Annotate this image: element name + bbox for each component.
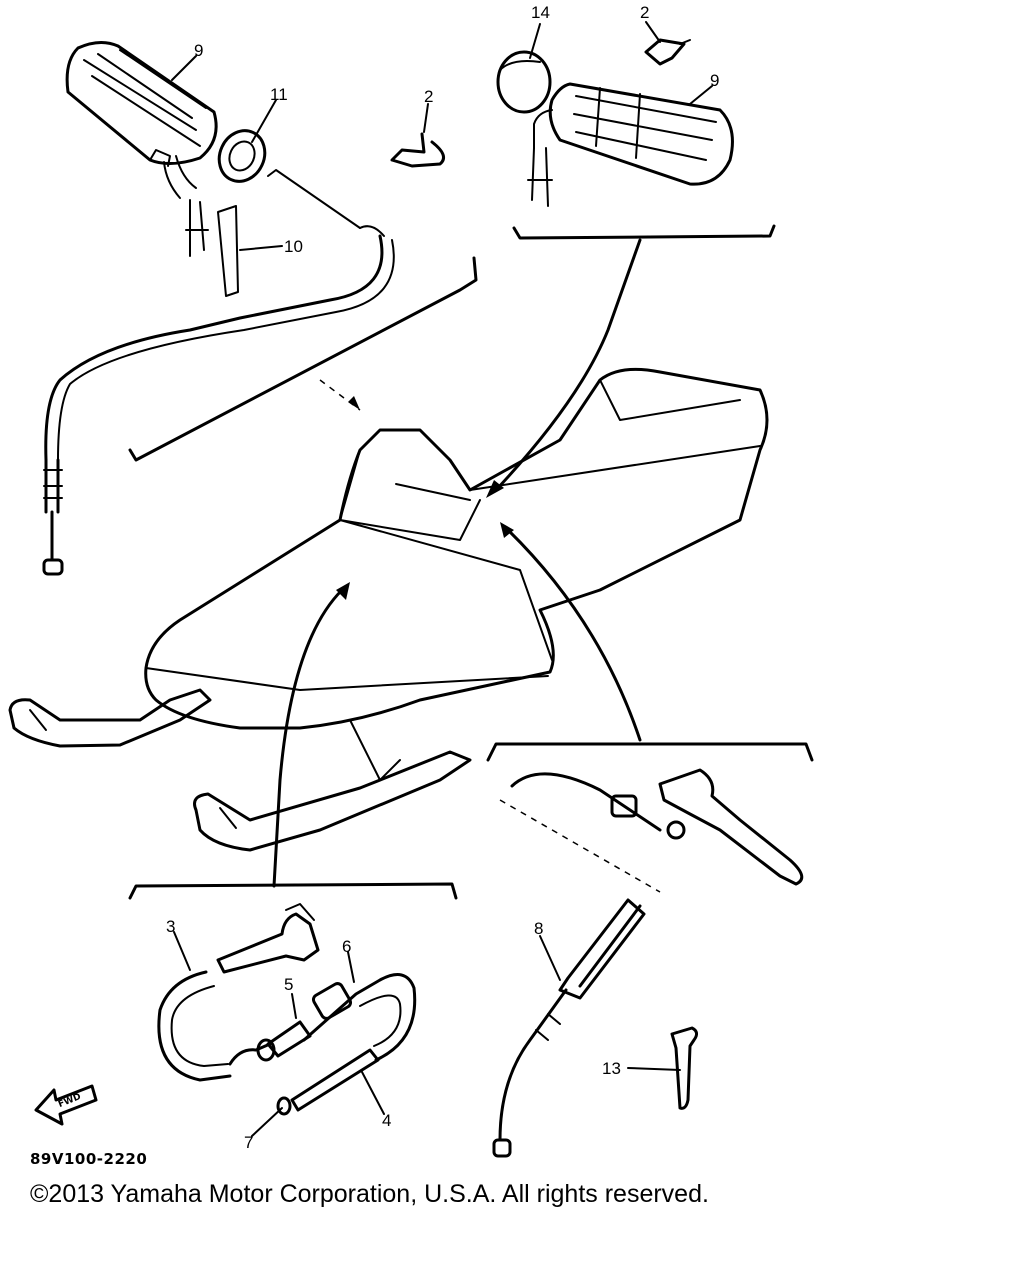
callout-2-top: 2 <box>640 3 650 22</box>
brake-cable-upper <box>510 772 686 840</box>
brake-group <box>486 742 814 1158</box>
bar-end-screw <box>644 38 691 66</box>
callout-13: 13 <box>602 1059 621 1078</box>
callout-3: 3 <box>166 917 176 936</box>
callout-6: 6 <box>342 937 352 956</box>
callout-9-right: 9 <box>710 71 720 90</box>
retainer-ring <box>217 129 267 183</box>
callout-5: 5 <box>284 975 294 994</box>
callout-11: 11 <box>270 85 288 104</box>
kill-switch-group <box>128 882 458 1116</box>
kill-switch <box>216 903 320 974</box>
callout-8: 8 <box>534 919 544 938</box>
fwd-arrow-icon <box>34 1084 98 1126</box>
left-grip-group <box>42 41 478 576</box>
tether-switch-6 <box>228 973 417 1066</box>
callout-9-left: 9 <box>194 41 204 60</box>
brake-lever <box>658 768 804 886</box>
right-grip-group <box>496 38 776 240</box>
callout-7: 7 <box>244 1133 254 1152</box>
cable-bracket <box>390 132 446 168</box>
throttle-cable <box>42 169 395 576</box>
cable-tie-13 <box>670 1026 699 1110</box>
callout-leaders <box>171 21 713 1137</box>
right-handlebar-grip <box>527 82 734 207</box>
snowmobile-outline <box>8 367 769 852</box>
diagram-code: 89V100-2220 <box>30 1150 148 1168</box>
left-handlebar-grip <box>65 41 218 257</box>
tether-cord-5 <box>256 1020 312 1062</box>
leader-arrows <box>272 238 661 893</box>
callout-14: 14 <box>531 3 550 22</box>
callout-10: 10 <box>284 237 303 256</box>
switch-lead-3 <box>157 970 232 1082</box>
copyright-notice: ©2013 Yamaha Motor Corporation, U.S.A. A… <box>30 1180 709 1208</box>
wire-lead-4-7 <box>276 1048 380 1116</box>
brake-cable-8 <box>492 898 646 1158</box>
grip-end-cap <box>496 50 552 114</box>
callout-2-mid: 2 <box>424 87 434 106</box>
wire-clip <box>217 205 239 297</box>
callout-4: 4 <box>382 1111 392 1130</box>
